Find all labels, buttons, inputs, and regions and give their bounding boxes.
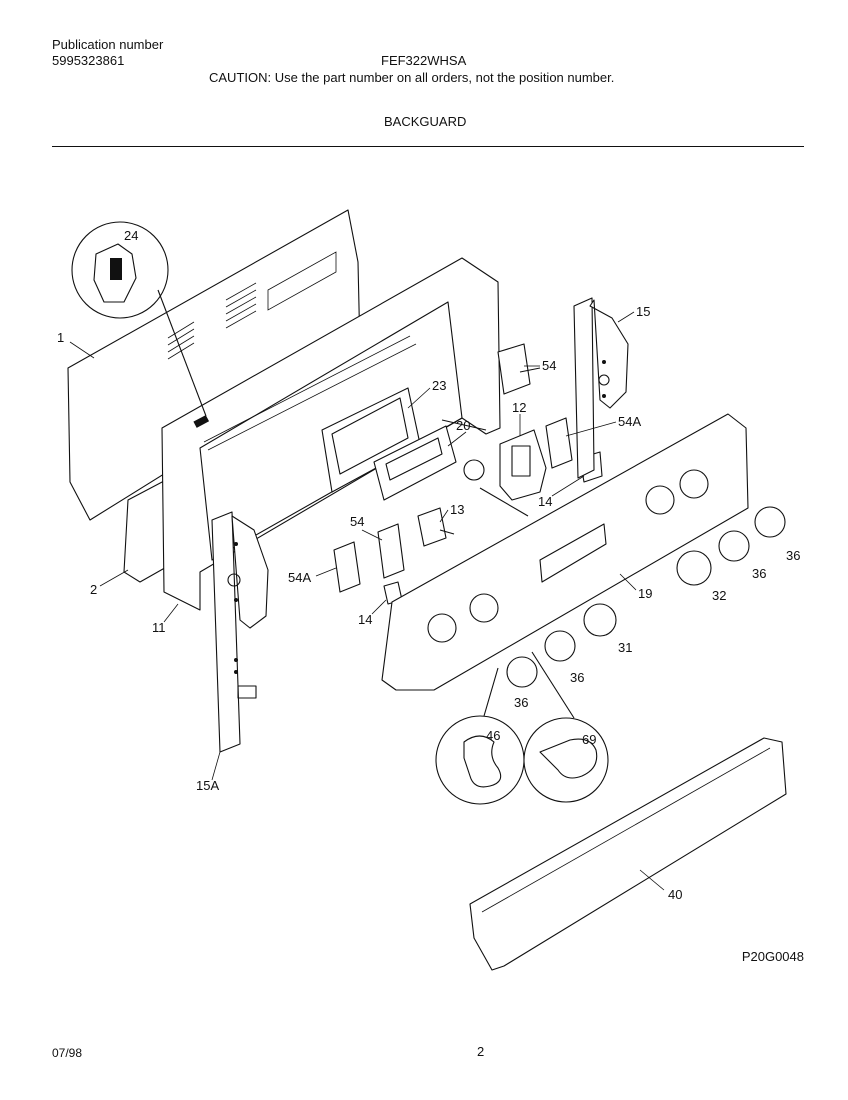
callout-69: 69: [582, 732, 596, 747]
callout-15A: 15A: [196, 778, 219, 793]
callout-14-upper: 14: [538, 494, 552, 509]
part-trim-strip: [469, 737, 787, 971]
part-left-side-bracket: [211, 511, 269, 753]
callout-19: 19: [638, 586, 652, 601]
publication-label: Publication number: [52, 37, 164, 52]
callout-36-b: 36: [752, 566, 766, 581]
part-knobs: [506, 506, 786, 688]
detail-screws: [435, 651, 609, 805]
callout-54A-upper: 54A: [618, 414, 641, 429]
footer-page-number: 2: [477, 1044, 485, 1059]
part-display-bracket: [321, 387, 487, 501]
callout-24: 24: [124, 228, 138, 243]
callout-31: 31: [618, 640, 632, 655]
callout-1: 1: [57, 330, 64, 345]
callout-36-c: 36: [570, 670, 584, 685]
callout-46: 46: [486, 728, 500, 743]
callout-54A-lower: 54A: [288, 570, 311, 585]
callout-54-lower: 54: [350, 514, 364, 529]
detail-lamp-socket: [71, 221, 207, 417]
callout-12: 12: [512, 400, 526, 415]
drawing-code: P20G0048: [741, 949, 804, 964]
callout-23: 23: [432, 378, 446, 393]
part-control-panel: [381, 413, 749, 691]
model-number: FEF322WHSA: [381, 53, 467, 68]
callout-13: 13: [450, 502, 464, 517]
callout-32: 32: [712, 588, 726, 603]
header-divider: [52, 146, 804, 147]
caution-note: CAUTION: Use the part number on all orde…: [209, 70, 615, 85]
callout-36-a: 36: [786, 548, 800, 563]
footer-date: 07/98: [52, 1046, 83, 1060]
callout-15: 15: [636, 304, 650, 319]
callout-54-upper: 54: [542, 358, 556, 373]
callout-36-d: 36: [514, 695, 528, 710]
publication-number: 5995323861: [52, 53, 125, 68]
callout-2: 2: [90, 582, 97, 597]
part-right-side-bracket: [573, 297, 629, 479]
callout-20: 20: [456, 418, 470, 433]
callout-11: 11: [152, 620, 166, 635]
callout-labels: 24 1 2 11 23 20 12 54 15 54A 14 13 54 54…: [57, 228, 800, 902]
callout-40: 40: [668, 887, 682, 902]
part-control-switch: [463, 429, 547, 517]
leader-lines: [69, 311, 665, 891]
callout-14-lower: 14: [358, 612, 372, 627]
section-title: BACKGUARD: [384, 114, 467, 129]
